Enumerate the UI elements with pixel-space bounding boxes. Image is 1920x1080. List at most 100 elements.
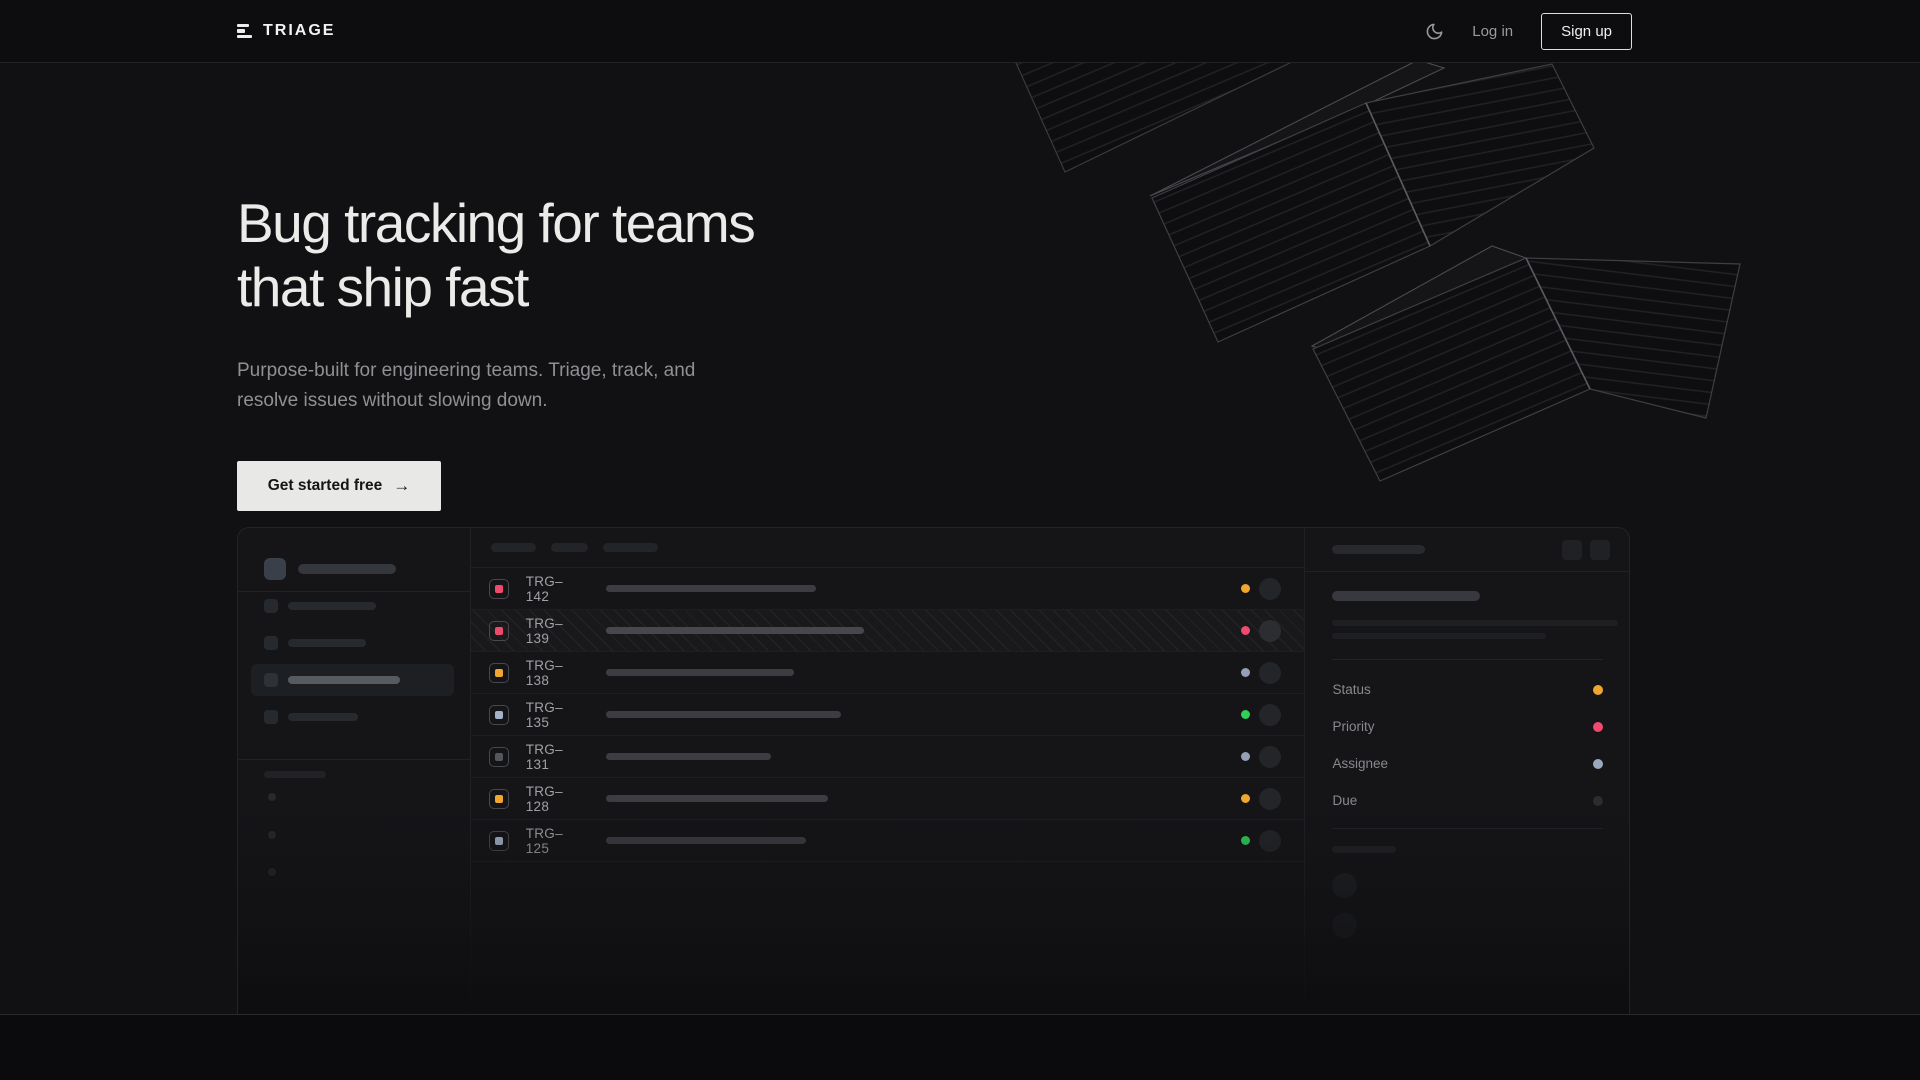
issue-title-skeleton <box>605 669 794 676</box>
issue-type-icon <box>488 578 509 599</box>
workspace-switcher-skeleton <box>264 558 470 580</box>
issue-id: TRG–125 <box>525 825 563 856</box>
issue-status-dot <box>1241 584 1251 593</box>
issue-type-icon <box>488 788 509 809</box>
issue-title-skeleton <box>605 795 828 802</box>
arrow-right-icon: → <box>393 476 411 495</box>
field-value-dot <box>1593 721 1604 732</box>
sidebar-divider <box>238 759 471 760</box>
issue-row: TRG–142 <box>470 568 1305 610</box>
issue-title-skeleton <box>605 627 864 634</box>
sidebar-dot-skeleton <box>268 793 276 801</box>
detail-field: Priority <box>1332 708 1604 745</box>
detail-section-label-skeleton <box>1332 846 1397 853</box>
issue-assignee-avatar <box>1259 661 1282 684</box>
issue-status-dot <box>1241 626 1251 635</box>
field-value-dot <box>1593 795 1604 806</box>
workspace-name-skeleton <box>298 564 396 574</box>
issue-row: TRG–135 <box>470 694 1305 736</box>
issue-title-skeleton <box>605 753 771 760</box>
issue-type-icon <box>488 746 509 767</box>
issue-id: TRG–135 <box>525 699 563 730</box>
detail-divider <box>1332 659 1604 660</box>
brand-logo[interactable]: TRIAGE <box>237 22 335 40</box>
workspace-icon <box>264 558 286 580</box>
detail-header-skeleton <box>1332 545 1426 554</box>
issue-assignee-avatar <box>1259 787 1282 810</box>
sidebar-nav-item <box>264 599 376 613</box>
sidebar-dot-skeleton <box>268 831 276 839</box>
field-label: Status <box>1332 682 1371 697</box>
detail-title-skeleton <box>1332 591 1481 601</box>
issue-type-icon <box>488 662 509 683</box>
issue-assignee-avatar <box>1259 703 1282 726</box>
issue-status-dot <box>1241 794 1251 803</box>
detail-header-action-skeleton <box>1562 540 1583 560</box>
issue-type-icon <box>488 830 509 851</box>
issue-title-skeleton <box>605 837 806 844</box>
moon-icon <box>1426 23 1443 39</box>
preview-sidebar <box>238 528 471 1014</box>
issue-id: TRG–128 <box>525 783 563 814</box>
issue-row: TRG–138 <box>470 652 1305 694</box>
issue-type-icon <box>488 620 509 641</box>
issue-row: TRG–128 <box>470 778 1305 820</box>
sidebar-nav-item <box>264 710 358 724</box>
sidebar-nav-item <box>264 636 366 650</box>
triage-bars-icon <box>237 23 252 39</box>
next-section-strip <box>0 1014 1920 1080</box>
field-label: Assignee <box>1332 756 1389 771</box>
issue-assignee-avatar <box>1259 829 1282 852</box>
issue-id: TRG–142 <box>525 573 563 604</box>
theme-toggle-button[interactable] <box>1425 22 1444 41</box>
detail-header <box>1305 528 1629 572</box>
field-label: Priority <box>1332 719 1375 734</box>
toolbar-filter-skeleton <box>602 543 658 552</box>
issue-type-icon <box>488 704 509 725</box>
hero-subtitle: Purpose-built for engineering teams. Tri… <box>237 360 696 411</box>
issue-status-dot <box>1241 836 1251 845</box>
sidebar-section-label-skeleton <box>264 771 326 778</box>
field-value-dot <box>1593 758 1604 769</box>
detail-field: Due <box>1332 782 1604 819</box>
sidebar-divider <box>238 591 471 592</box>
detail-description-skeleton <box>1332 633 1547 639</box>
navbar-actions: Log in Sign up <box>1425 12 1632 50</box>
detail-avatar-skeleton <box>1332 873 1358 898</box>
issue-row: TRG–131 <box>470 736 1305 778</box>
issue-title-skeleton <box>605 711 841 718</box>
issue-status-dot <box>1241 710 1251 719</box>
detail-avatar-skeleton <box>1332 913 1358 938</box>
preview-toolbar <box>470 528 1305 568</box>
issue-assignee-avatar <box>1259 619 1282 642</box>
issue-assignee-avatar <box>1259 745 1282 768</box>
detail-field: Assignee <box>1332 745 1604 782</box>
issue-row: TRG–139 <box>470 610 1305 652</box>
field-label: Due <box>1332 793 1358 808</box>
issue-id: TRG–131 <box>525 741 563 772</box>
issue-id: TRG–138 <box>525 657 563 688</box>
issue-status-dot <box>1241 668 1251 677</box>
detail-description-skeleton <box>1332 620 1619 626</box>
field-value-dot <box>1593 684 1604 695</box>
issue-row: TRG–125 <box>470 820 1305 862</box>
navbar: TRIAGE Log in Sign up <box>0 0 1920 63</box>
sidebar-nav-item-active <box>264 673 400 687</box>
signup-button[interactable]: Sign up <box>1541 12 1632 50</box>
issue-title-skeleton <box>605 585 816 592</box>
toolbar-filter-skeleton <box>550 543 588 552</box>
toolbar-filter-skeleton <box>490 543 536 552</box>
issue-status-dot <box>1241 752 1251 761</box>
sidebar-dot-skeleton <box>268 868 276 876</box>
brand-name: TRIAGE <box>263 22 336 39</box>
issue-assignee-avatar <box>1259 577 1282 600</box>
get-started-button[interactable]: Get started free → <box>237 461 441 511</box>
login-link[interactable]: Log in <box>1472 22 1514 40</box>
hero-section: Bug tracking for teams that ship fast Pu… <box>0 63 1920 1014</box>
detail-divider <box>1332 828 1604 829</box>
